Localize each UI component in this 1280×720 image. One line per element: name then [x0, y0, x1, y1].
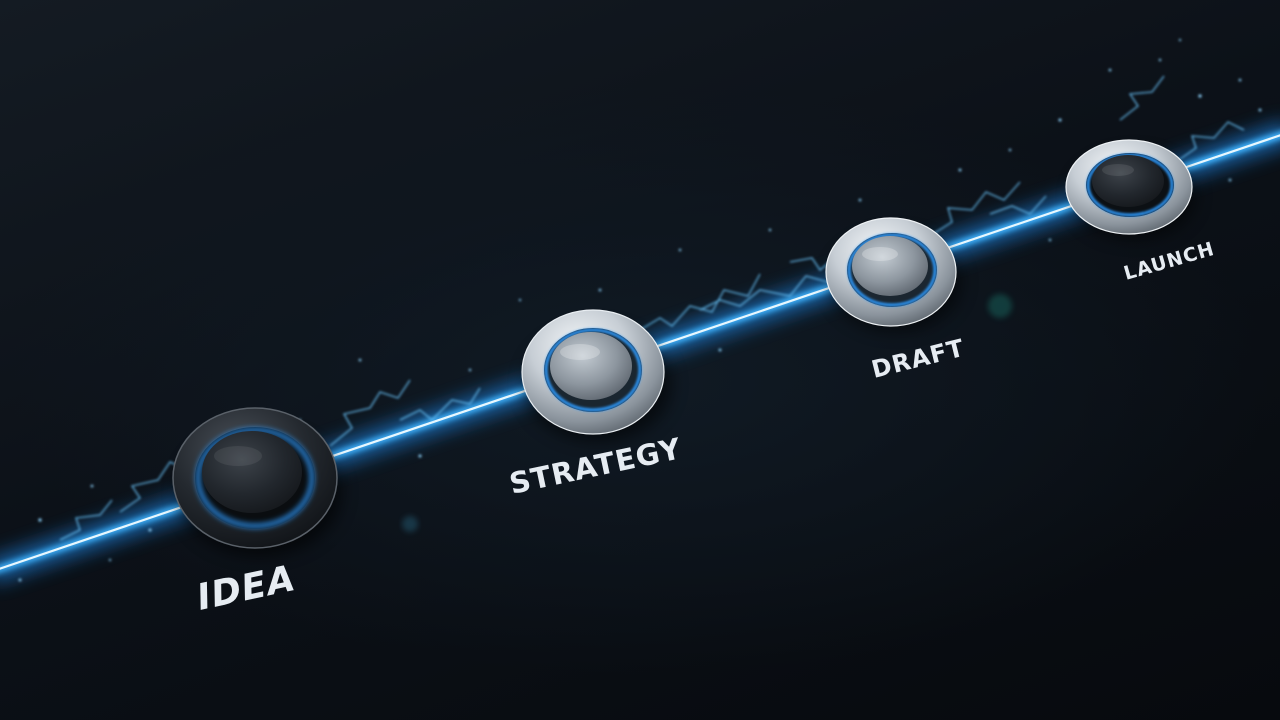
glow-ring-icon	[1086, 153, 1174, 217]
stage-draft[interactable]	[825, 217, 962, 332]
bokeh-dot	[402, 516, 418, 532]
stage-label-idea: IDEA	[193, 558, 299, 619]
glow-ring-icon	[847, 233, 937, 307]
button-cap	[550, 332, 632, 400]
button-cap	[1092, 155, 1164, 207]
button-cap	[852, 236, 928, 296]
stage-launch[interactable]	[1065, 139, 1196, 240]
stage-strategy[interactable]	[521, 309, 672, 442]
bokeh-dot	[988, 294, 1012, 318]
stage-label-draft: DRAFT	[869, 334, 968, 384]
stage-idea[interactable]	[172, 407, 342, 556]
glow-ring-icon	[544, 328, 642, 412]
button-cap	[202, 431, 302, 513]
lightning-arcs	[59, 75, 1245, 541]
stage-label-launch: LAUNCH	[1121, 238, 1217, 285]
glow-ring-icon	[196, 428, 314, 528]
